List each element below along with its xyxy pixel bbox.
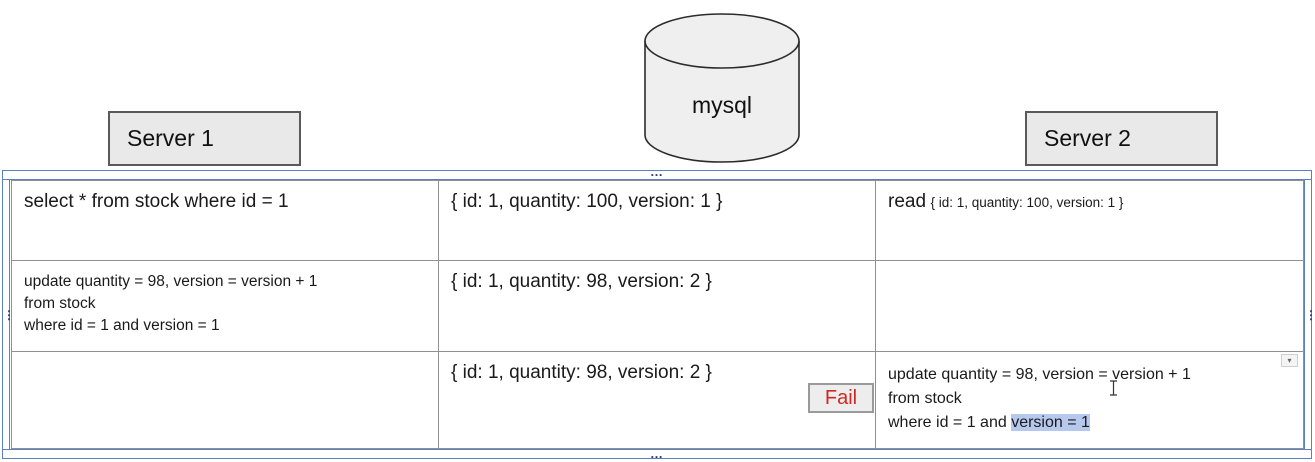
- fail-label: Fail: [824, 386, 858, 409]
- cell-r2-server1[interactable]: update quantity = 98, version = version …: [11, 260, 439, 352]
- cell-dropdown-button[interactable]: ▾: [1281, 354, 1298, 367]
- frame-bottom-edge: …: [3, 446, 1311, 461]
- sql-update-line3: where id = 1 and version = 1: [888, 410, 1291, 434]
- dropdown-arrow-icon: ▾: [1287, 355, 1292, 365]
- selected-text: version = 1: [1011, 414, 1090, 431]
- cell-r1-mysql[interactable]: { id: 1, quantity: 100, version: 1 }: [438, 180, 876, 261]
- table-selection-frame[interactable]: … … ⋮ ⋮ select * from stock where id = 1…: [2, 165, 1315, 461]
- cell-r3-server2[interactable]: ▾ update quantity = 98, version = versio…: [875, 351, 1304, 449]
- server2-label: Server 2: [1044, 125, 1131, 151]
- sequence-table: select * from stock where id = 1 { id: 1…: [11, 180, 1304, 449]
- table-row: update quantity = 98, version = version …: [11, 260, 1304, 352]
- frame-right-edge: ⋮: [1304, 180, 1315, 449]
- sql-update-line1: update quantity = 98, version = version …: [888, 366, 1191, 383]
- mysql-database-icon: mysql: [643, 12, 801, 164]
- table-row: { id: 1, quantity: 98, version: 2 } ▾ up…: [11, 351, 1304, 449]
- table-row: select * from stock where id = 1 { id: 1…: [11, 180, 1304, 261]
- read-value: { id: 1, quantity: 100, version: 1 }: [930, 195, 1124, 210]
- cell-r1-server1[interactable]: select * from stock where id = 1: [11, 180, 439, 261]
- sql-update-line2: from stock: [888, 390, 962, 407]
- sql-update-line1: update quantity = 98, version = version …: [24, 273, 318, 290]
- server2-box: Server 2: [1025, 111, 1218, 166]
- drag-handle-bottom-icon[interactable]: …: [650, 446, 664, 461]
- database-label: mysql: [691, 92, 753, 118]
- sql-where-prefix: where id = 1 and: [888, 414, 1012, 431]
- cell-r3-mysql[interactable]: { id: 1, quantity: 98, version: 2 }: [438, 351, 876, 449]
- sql-update-line3: where id = 1 and version = 1: [24, 317, 220, 334]
- cell-r2-mysql[interactable]: { id: 1, quantity: 98, version: 2 }: [438, 260, 876, 352]
- mysql-row-state: { id: 1, quantity: 98, version: 2 }: [451, 271, 712, 292]
- server1-box: Server 1: [108, 111, 301, 166]
- frame-top-edge: …: [3, 165, 1311, 180]
- mysql-row-state: { id: 1, quantity: 100, version: 1 }: [451, 191, 723, 212]
- frame-left-edge: ⋮: [3, 180, 15, 449]
- cell-r3-server1[interactable]: [11, 351, 439, 449]
- fail-badge: Fail: [808, 383, 874, 413]
- text-cursor-icon: [1110, 380, 1117, 396]
- database-cylinder-icon: [644, 13, 800, 163]
- read-label: read: [888, 191, 927, 212]
- drag-handle-right-icon[interactable]: ⋮: [1305, 307, 1315, 322]
- sql-select-statement: select * from stock where id = 1: [24, 191, 289, 212]
- server1-label: Server 1: [127, 125, 214, 151]
- cell-r1-server2[interactable]: read { id: 1, quantity: 100, version: 1 …: [875, 180, 1304, 261]
- cell-r2-server2[interactable]: [875, 260, 1304, 352]
- sql-update-line2: from stock: [24, 295, 96, 312]
- mysql-row-state: { id: 1, quantity: 98, version: 2 }: [451, 362, 712, 383]
- drag-handle-top-icon[interactable]: …: [650, 164, 664, 179]
